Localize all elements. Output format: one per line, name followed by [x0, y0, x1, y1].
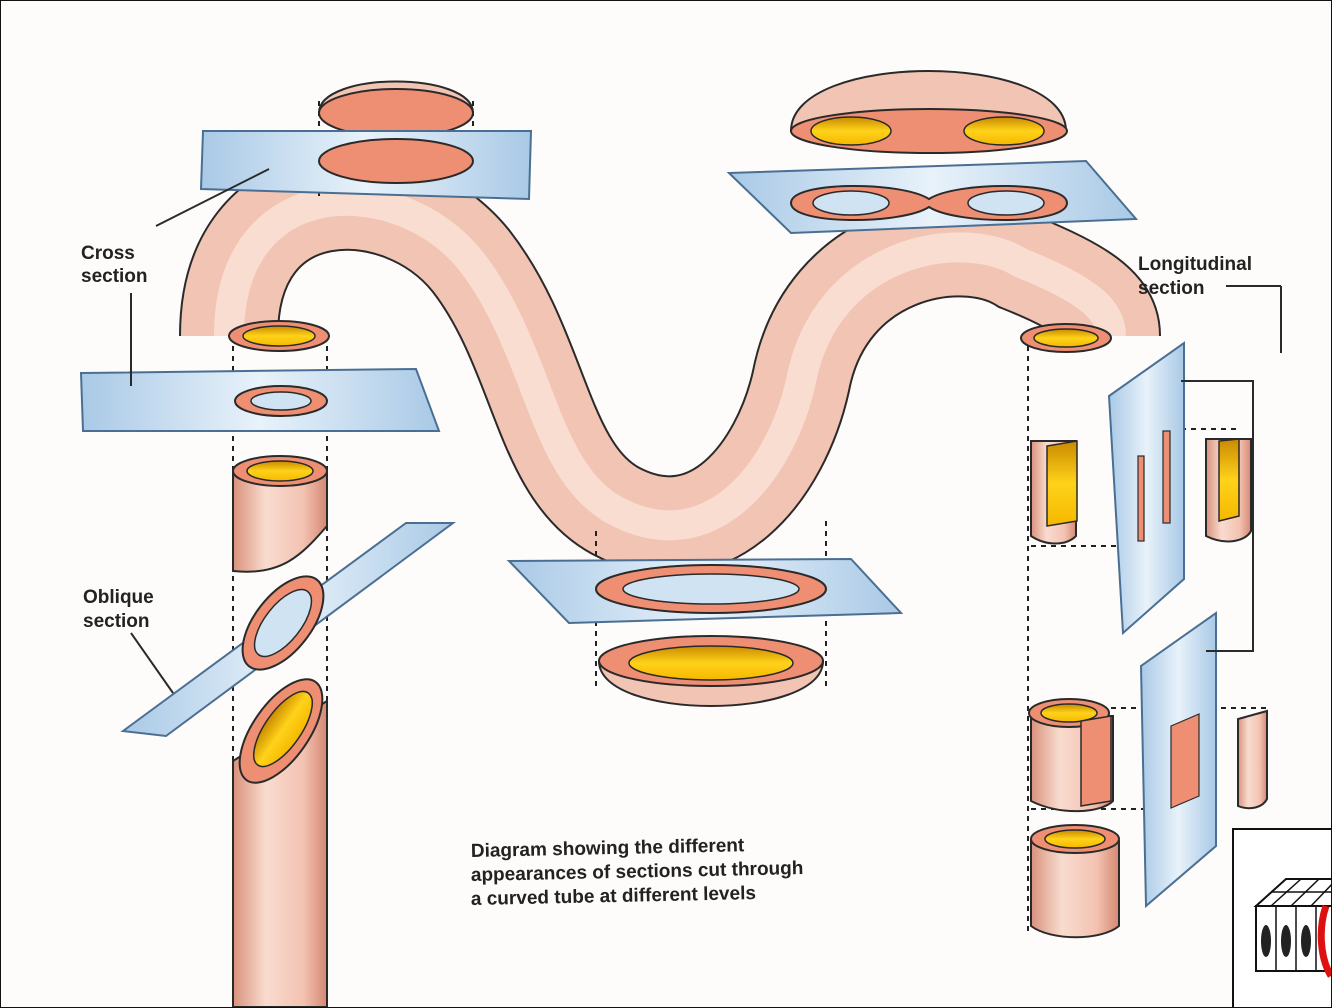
- label-cross-line1: Cross: [81, 243, 135, 264]
- curved-tube: [229, 201, 1111, 526]
- tangential-section-middle: [509, 559, 901, 706]
- label-cross-line2: section: [81, 266, 148, 287]
- label-longitudinal-line1: Longitudinal: [1138, 254, 1252, 275]
- label-oblique-line2: section: [83, 611, 150, 632]
- cross-section-top: [201, 82, 531, 200]
- label-longitudinal-line2: section: [1138, 278, 1205, 299]
- label-oblique-line1: Oblique: [83, 587, 154, 608]
- caption-line3: a curved tube at different levels: [471, 883, 756, 910]
- caption-line2: appearances of sections cut through: [471, 858, 804, 886]
- longitudinal-sections-right: [1029, 343, 1267, 937]
- tube-segment-oblique: [123, 456, 453, 1007]
- cube-grid-icon: [1233, 829, 1331, 1007]
- caption-line1: Diagram showing the different: [471, 835, 745, 862]
- cross-section-left: [81, 369, 439, 431]
- dome-section-top-right: [729, 71, 1136, 233]
